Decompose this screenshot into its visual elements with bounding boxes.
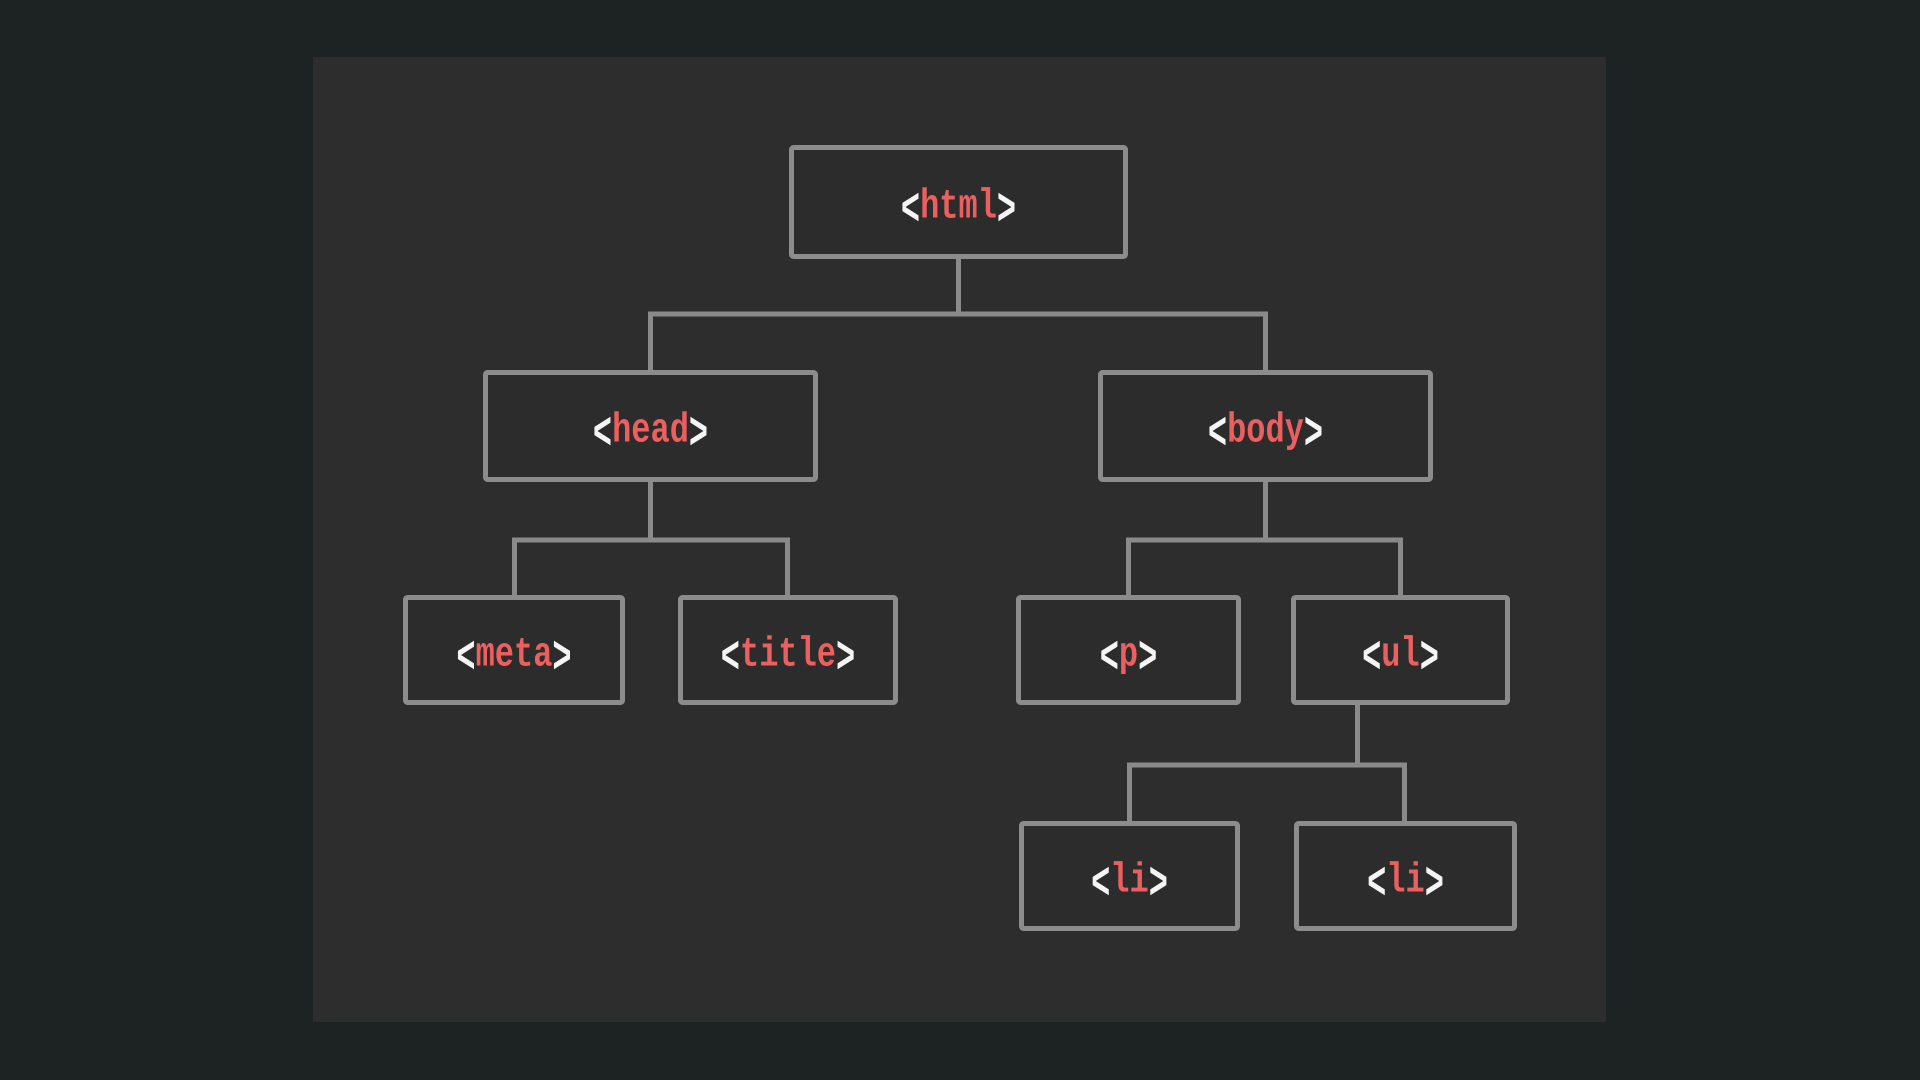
- svg-text:head: head: [612, 408, 689, 455]
- svg-text:>: >: [997, 182, 1016, 241]
- svg-text:>: >: [1304, 406, 1323, 465]
- svg-text:title: title: [740, 632, 836, 679]
- svg-text:>: >: [1138, 630, 1157, 689]
- svg-text:<: <: [593, 406, 612, 465]
- svg-text:li: li: [1386, 858, 1424, 905]
- svg-text:li: li: [1110, 858, 1148, 905]
- svg-text:<: <: [1362, 630, 1381, 689]
- svg-text:html: html: [920, 184, 997, 231]
- svg-text:>: >: [836, 630, 855, 689]
- svg-text:<: <: [1100, 630, 1119, 689]
- svg-text:>: >: [552, 630, 571, 689]
- svg-text:ul: ul: [1381, 632, 1419, 679]
- svg-text:<: <: [1091, 856, 1110, 915]
- svg-text:p: p: [1119, 632, 1138, 679]
- svg-text:>: >: [689, 406, 708, 465]
- svg-text:>: >: [1425, 856, 1444, 915]
- svg-text:meta: meta: [476, 632, 553, 679]
- svg-text:<: <: [1367, 856, 1386, 915]
- svg-text:>: >: [1420, 630, 1439, 689]
- svg-text:body: body: [1227, 408, 1304, 455]
- svg-text:<: <: [456, 630, 475, 689]
- svg-text:>: >: [1149, 856, 1168, 915]
- svg-text:<: <: [1208, 406, 1227, 465]
- svg-text:<: <: [901, 182, 920, 241]
- svg-text:<: <: [721, 630, 740, 689]
